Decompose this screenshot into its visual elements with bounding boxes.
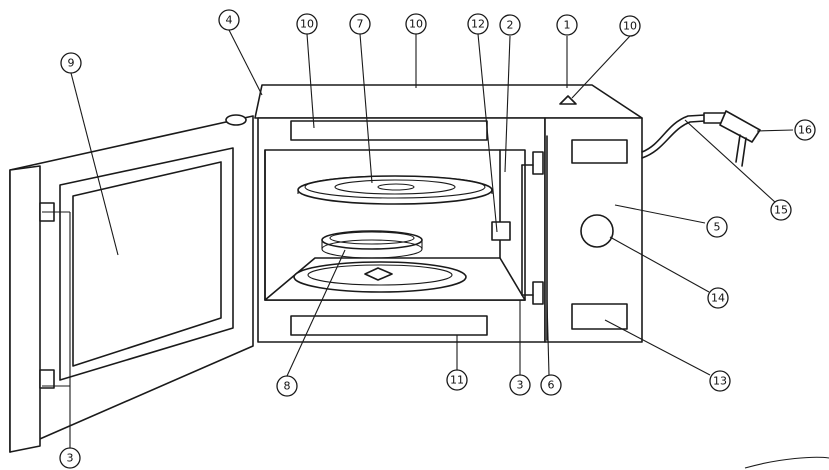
vent-triangle bbox=[559, 95, 577, 105]
callout-14: 14 bbox=[707, 287, 729, 309]
callout-11: 11 bbox=[446, 369, 468, 391]
callout-7: 7 bbox=[349, 13, 371, 35]
svg-text:4: 4 bbox=[226, 14, 233, 27]
svg-text:8: 8 bbox=[284, 380, 291, 393]
display-window bbox=[571, 139, 628, 164]
door-frame bbox=[59, 147, 234, 381]
callout-10-right: 10 bbox=[619, 15, 641, 37]
callout-3-door: 3 bbox=[59, 447, 81, 469]
door-release-button[interactable] bbox=[571, 303, 628, 330]
coupler bbox=[364, 267, 393, 281]
lower-vent-panel bbox=[290, 315, 488, 336]
callout-8: 8 bbox=[276, 375, 298, 397]
callout-12: 12 bbox=[467, 13, 489, 35]
door-hinge bbox=[225, 114, 247, 126]
waveguide-cover bbox=[491, 221, 511, 241]
svg-text:13: 13 bbox=[713, 375, 727, 388]
door-latch-holes bbox=[521, 135, 548, 341]
corner-fragment bbox=[744, 456, 829, 469]
svg-text:2: 2 bbox=[507, 19, 514, 32]
svg-text:10: 10 bbox=[623, 20, 637, 33]
upper-vent-panel bbox=[290, 120, 488, 141]
svg-text:6: 6 bbox=[548, 379, 555, 392]
svg-text:3: 3 bbox=[67, 452, 74, 465]
svg-text:12: 12 bbox=[471, 18, 485, 31]
svg-text:1: 1 bbox=[564, 19, 571, 32]
leader-lines bbox=[42, 29, 794, 448]
roller-ring bbox=[321, 230, 423, 259]
callouts: 1 2 3 3 4 5 6 7 8 9 10 1 bbox=[59, 9, 816, 469]
callout-13: 13 bbox=[709, 370, 731, 392]
control-knob[interactable] bbox=[580, 214, 614, 248]
power-plug bbox=[719, 110, 761, 143]
callout-2: 2 bbox=[499, 14, 521, 36]
callout-10-top: 10 bbox=[405, 13, 427, 35]
svg-text:7: 7 bbox=[357, 18, 364, 31]
svg-text:14: 14 bbox=[711, 292, 725, 305]
callout-10-vent: 10 bbox=[296, 13, 318, 35]
grill-rack bbox=[297, 175, 493, 205]
svg-text:10: 10 bbox=[300, 18, 314, 31]
door-latch-bottom bbox=[39, 369, 55, 389]
oven-door bbox=[9, 114, 254, 453]
svg-text:16: 16 bbox=[798, 124, 812, 137]
svg-text:9: 9 bbox=[68, 57, 75, 70]
svg-text:10: 10 bbox=[409, 18, 423, 31]
callout-15: 15 bbox=[770, 199, 792, 221]
turntable-plate bbox=[293, 261, 467, 293]
callout-3-panel: 3 bbox=[509, 374, 531, 396]
callout-6: 6 bbox=[540, 374, 562, 396]
callout-1: 1 bbox=[556, 14, 578, 36]
svg-text:11: 11 bbox=[450, 374, 464, 387]
door-edge bbox=[9, 165, 41, 453]
svg-text:15: 15 bbox=[774, 204, 788, 217]
power-cord bbox=[641, 110, 761, 167]
callout-5: 5 bbox=[706, 216, 728, 238]
door-window bbox=[72, 161, 222, 367]
door-outer bbox=[9, 115, 254, 453]
callout-16: 16 bbox=[794, 119, 816, 141]
callout-9: 9 bbox=[60, 52, 82, 74]
svg-text:3: 3 bbox=[517, 379, 524, 392]
callout-4: 4 bbox=[218, 9, 240, 31]
svg-text:5: 5 bbox=[714, 221, 721, 234]
